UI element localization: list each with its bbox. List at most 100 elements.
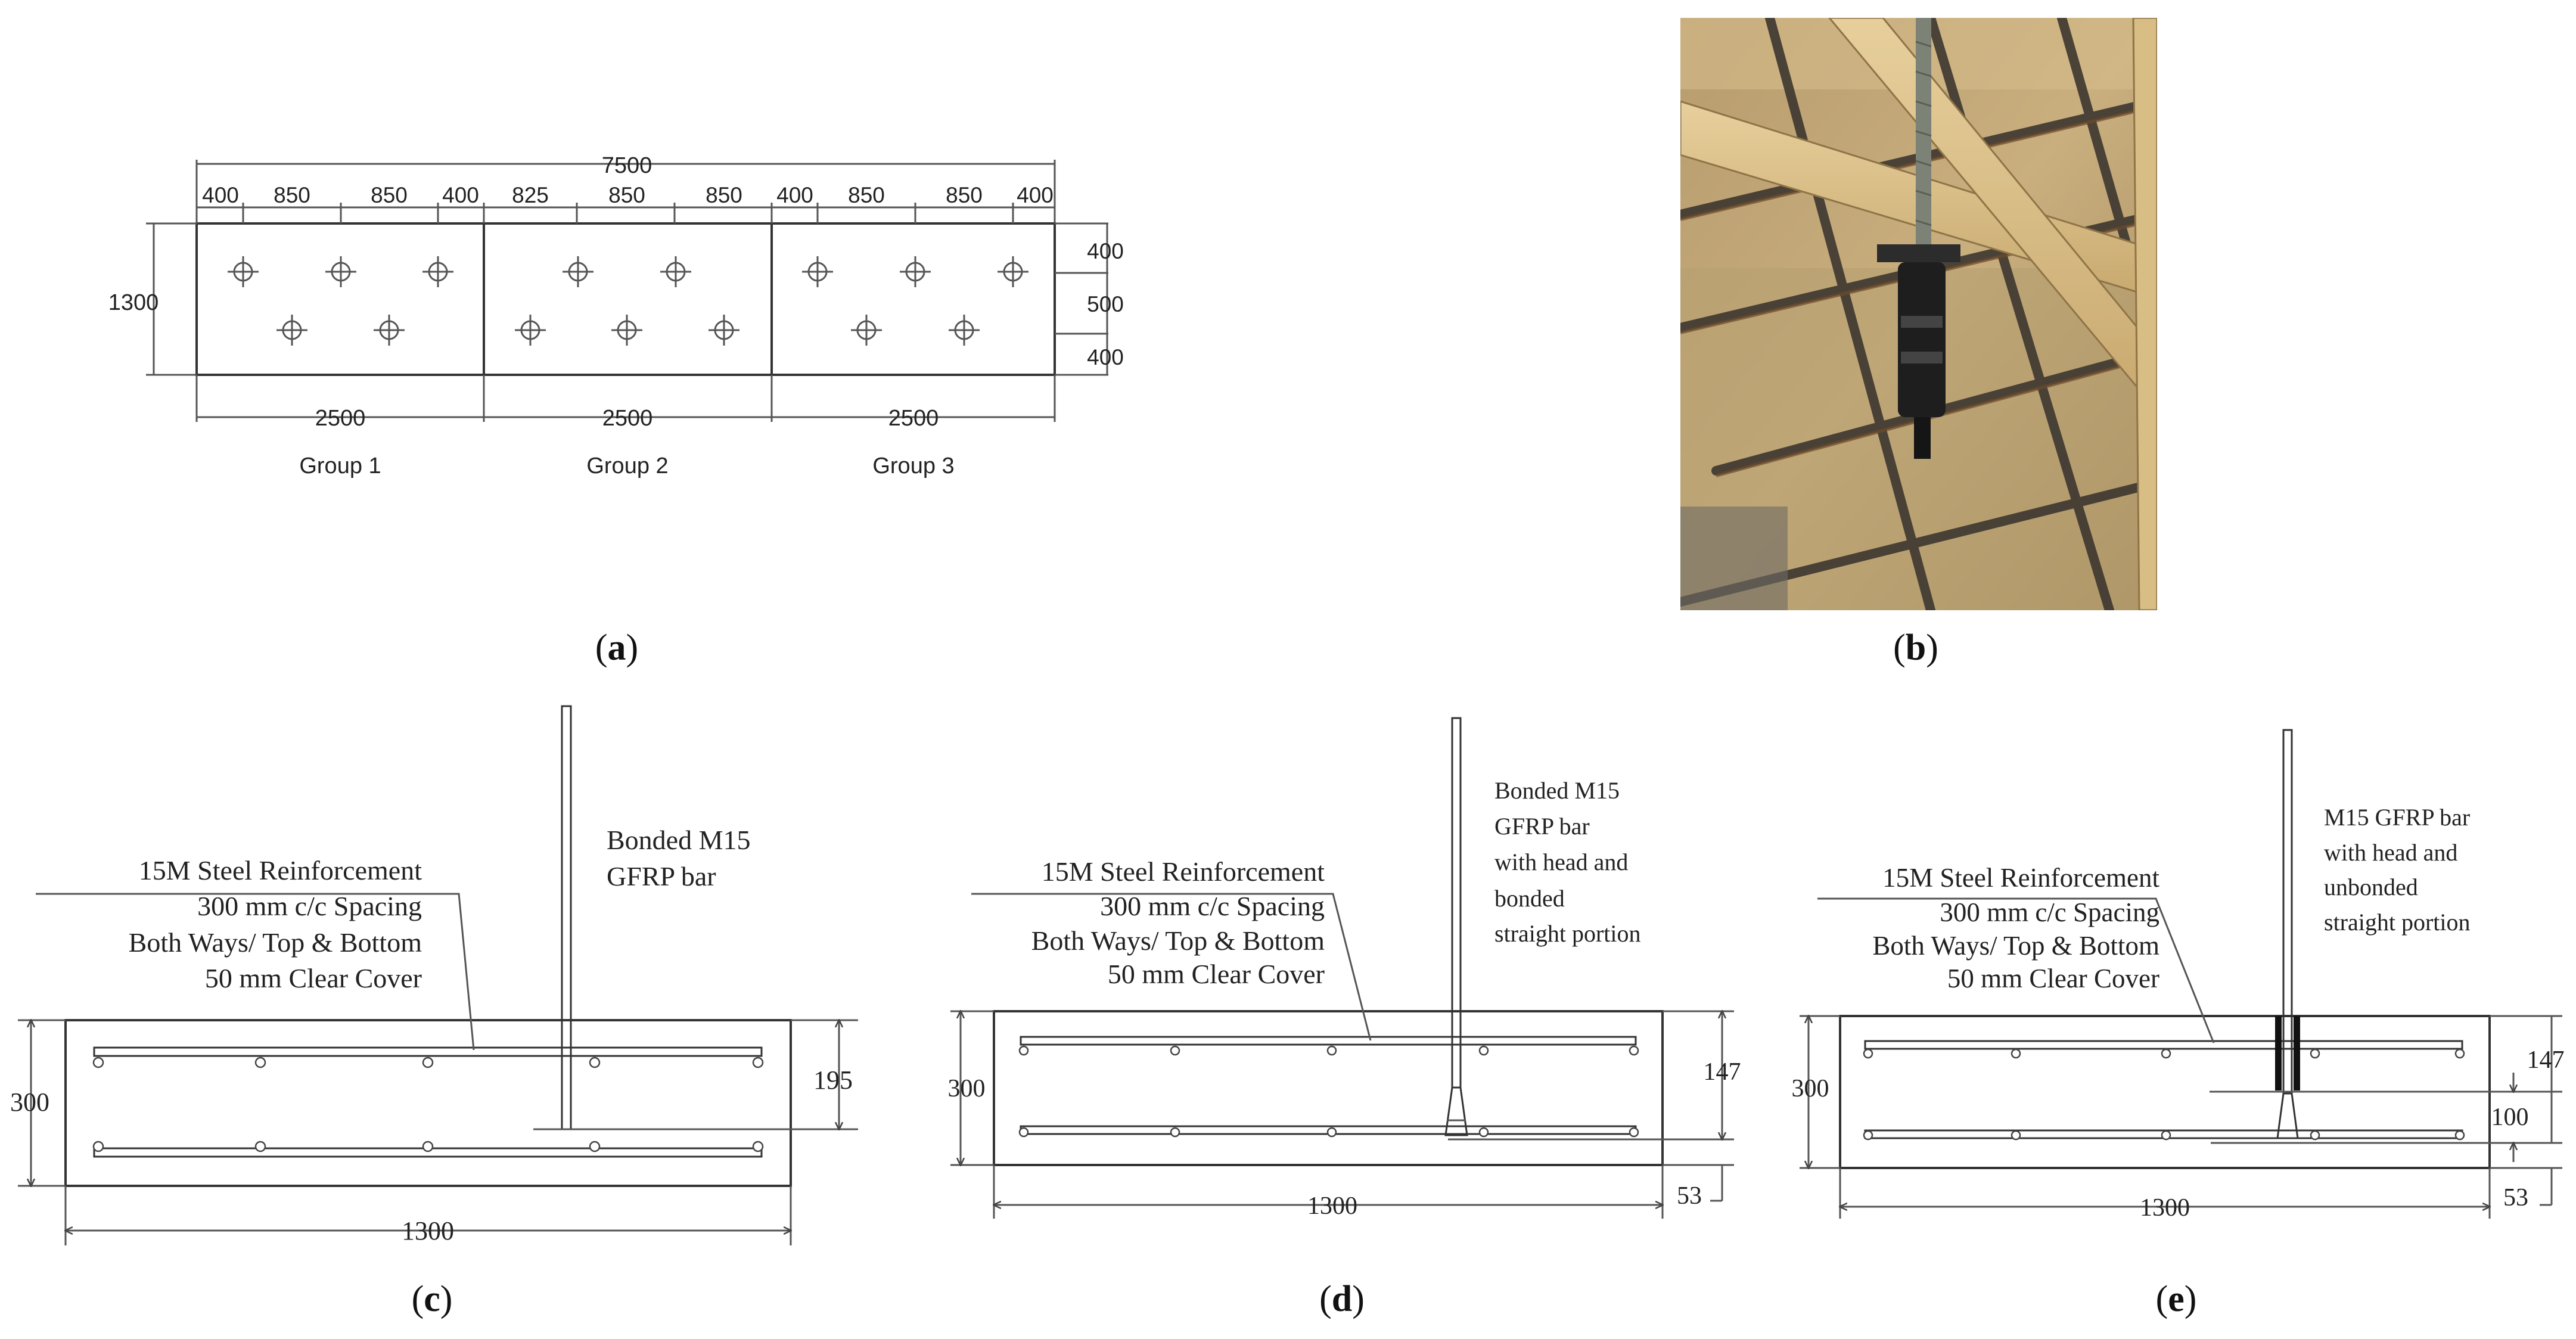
rebar-dot xyxy=(589,1141,601,1152)
rebar-dot xyxy=(2011,1130,2021,1141)
panel-d-section: 15M Steel Reinforcement 300 mm c/c Spaci… xyxy=(948,717,1741,1319)
group-dimension xyxy=(195,375,1056,422)
dim-width: 1300 xyxy=(2140,1194,2190,1222)
unbonded-sleeve-right xyxy=(2294,1016,2300,1091)
note-line: straight portion xyxy=(2324,909,2471,936)
spacing-label: 400 xyxy=(442,183,479,207)
rebar-dot xyxy=(254,1141,266,1152)
transverse-rebar-dots xyxy=(1018,1045,1639,1138)
rebar-dot xyxy=(2011,1048,2021,1059)
dim-height: 300 xyxy=(1792,1075,1829,1102)
slab-strip-outline xyxy=(195,222,1056,376)
note-line: GFRP bar xyxy=(1494,813,1590,840)
rebar-dot xyxy=(422,1057,434,1068)
note-line: Both Ways/ Top & Bottom xyxy=(1031,925,1325,956)
rebar-dot xyxy=(1629,1045,1639,1056)
spacing-label: 850 xyxy=(706,183,742,207)
svg-text:(c): (c) xyxy=(412,1279,453,1319)
anchor-marker xyxy=(802,256,833,287)
group-length-labels: 2500 2500 2500 xyxy=(315,406,939,431)
top-spacing-labels: 400 850 850 400 825 850 850 400 850 850 … xyxy=(202,183,1054,207)
spacing-label: 400 xyxy=(1087,239,1124,263)
rebar-dot xyxy=(1170,1127,1180,1138)
bar-head xyxy=(1444,1086,1468,1136)
dim-unbonded: 100 xyxy=(2491,1104,2529,1131)
rebar-dot xyxy=(254,1057,266,1068)
rebar-dot xyxy=(1478,1127,1489,1138)
gfrp-bar xyxy=(561,705,572,1130)
steel-note: 15M Steel Reinforcement 300 mm c/c Spaci… xyxy=(1031,856,1325,989)
note-line: 50 mm Clear Cover xyxy=(1947,964,2159,993)
steel-note: 15M Steel Reinforcement 300 mm c/c Spaci… xyxy=(1872,863,2159,993)
dim-width: 1300 xyxy=(402,1216,454,1245)
rebar-dot xyxy=(752,1057,764,1068)
top-rebar xyxy=(93,1046,763,1057)
note-line: 15M Steel Reinforcement xyxy=(139,855,422,886)
transverse-rebar-dots xyxy=(92,1057,764,1152)
gfrp-bar xyxy=(1451,717,1462,1089)
bar-note: Bonded M15 GFRP bar with head and bonded… xyxy=(1494,777,1641,947)
top-rebar xyxy=(1864,1040,2463,1050)
panel-b-photo: (b) xyxy=(1680,18,2157,668)
rebar-dot xyxy=(1326,1045,1337,1056)
note-line: M15 GFRP bar xyxy=(2324,804,2470,831)
anchor-marker xyxy=(515,315,546,346)
anchor-marker xyxy=(851,315,882,346)
dim-height: 300 xyxy=(10,1088,49,1117)
spacing-label: 400 xyxy=(1087,345,1124,369)
group-label: Group 3 xyxy=(872,453,954,479)
anchor-marker xyxy=(611,315,642,346)
group-length: 2500 xyxy=(315,406,366,431)
anchor-marker xyxy=(422,256,453,287)
unbonded-sleeve-left xyxy=(2275,1016,2282,1091)
anchor-marker xyxy=(900,256,931,287)
note-line: 50 mm Clear Cover xyxy=(205,963,422,993)
spacing-label: 400 xyxy=(776,183,813,207)
slab-section xyxy=(64,1019,792,1187)
leader-line xyxy=(1817,897,2215,1043)
caption-d: (d) xyxy=(1319,1279,1365,1319)
rebar-dot xyxy=(1018,1127,1029,1138)
rebar-dot xyxy=(422,1141,434,1152)
note-line: 50 mm Clear Cover xyxy=(1108,959,1325,989)
right-spacing-labels: 400 500 400 xyxy=(1087,239,1124,369)
anchor-markers xyxy=(228,256,1028,346)
anchor-marker xyxy=(276,315,307,346)
rebar-dot xyxy=(1326,1127,1337,1138)
spacing-label: 500 xyxy=(1087,292,1124,316)
rebar-dot xyxy=(1863,1130,1873,1141)
transverse-rebar-dots xyxy=(1863,1048,2465,1141)
spacing-label: 400 xyxy=(1017,183,1054,207)
note-line: Bonded M15 xyxy=(607,825,751,855)
dim-bottom: 53 xyxy=(1677,1182,1702,1210)
caption-b: (b) xyxy=(1893,627,1938,668)
dim-height: 1300 xyxy=(108,290,159,315)
panel-a-plan: 7500 400 850 850 400 825 850 850 400 850… xyxy=(108,153,1124,668)
note-line: 15M Steel Reinforcement xyxy=(1042,856,1325,887)
rebar-dot xyxy=(1018,1045,1029,1056)
note-line: straight portion xyxy=(1494,920,1641,947)
note-line: 15M Steel Reinforcement xyxy=(1882,863,2159,893)
svg-text:(a): (a) xyxy=(595,627,638,668)
formwork-photo-icon xyxy=(1680,18,2157,610)
spacing-label: 850 xyxy=(371,183,408,207)
group-length: 2500 xyxy=(602,406,653,431)
dim-embed: 147 xyxy=(2527,1046,2565,1074)
rebar-dot xyxy=(752,1141,764,1152)
anchor-marker xyxy=(563,256,593,287)
note-line: 300 mm c/c Spacing xyxy=(197,891,422,921)
spacing-label: 850 xyxy=(608,183,645,207)
dim-overall-length: 7500 xyxy=(602,153,652,178)
panel-e-section: 15M Steel Reinforcement 300 mm c/c Spaci… xyxy=(1792,729,2565,1319)
dim-embed: 147 xyxy=(1704,1058,1741,1086)
anchor-marker xyxy=(998,256,1028,287)
note-line: with head and xyxy=(1494,849,1628,875)
leader-line xyxy=(36,893,475,1051)
slab-section xyxy=(993,1010,1664,1166)
group-length: 2500 xyxy=(888,406,939,431)
rebar-dot xyxy=(2454,1048,2465,1059)
note-line: Both Ways/ Top & Bottom xyxy=(129,927,422,958)
bar-note: M15 GFRP bar with head and unbonded stra… xyxy=(2324,804,2471,936)
group-labels: Group 1 Group 2 Group 3 xyxy=(299,453,954,479)
